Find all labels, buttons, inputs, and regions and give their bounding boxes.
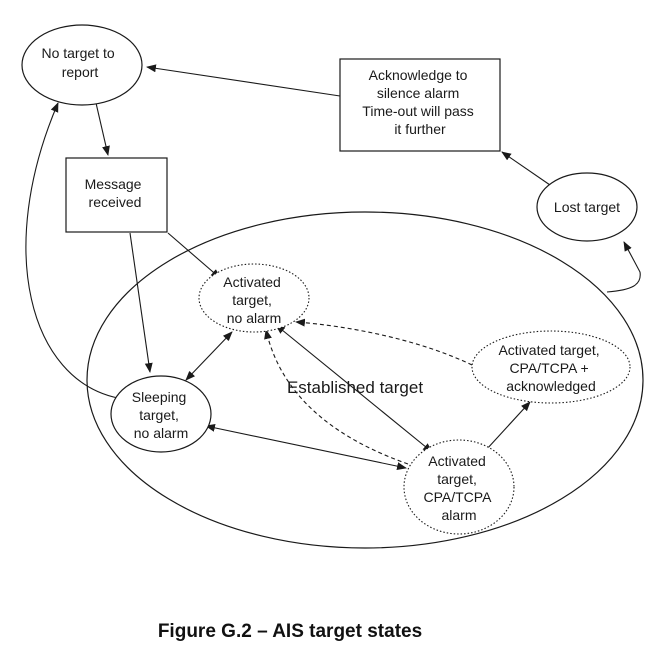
node-acknowledge-box [339,58,501,152]
dashed-alarm-to-activated [264,329,409,465]
node-sleeping-target [110,375,212,453]
arrow-message-to-activated [167,232,221,279]
label-sleeping-target: Sleeping target, no alarm [132,389,190,441]
label-activated-alarm: Activated target, CPA/TCPA alarm [423,453,494,523]
arrow-sleeping-activated-bidirectional [185,331,233,381]
arrow-activated-alarm-bidirectional [275,324,433,453]
dashed-ack-to-activated [295,318,473,366]
node-activated-no-alarm [198,263,310,333]
figure-caption: Figure G.2 – AIS target states [158,621,422,642]
established-target-label: Established target [287,378,423,397]
node-activated-alarm [403,439,515,535]
node-message-received [65,157,168,233]
arrow-ack-to-no-target [146,64,341,97]
arrow-no-target-to-message [95,102,110,156]
label-acknowledge: Acknowledge to silence alarm Time-out wi… [362,67,477,137]
node-lost-target [536,172,638,242]
label-lost-target: Lost target [554,199,620,215]
arrow-sleeping-to-no-target [25,102,119,399]
label-activated-acknowledged: Activated target, CPA/TCPA + acknowledge… [498,342,603,394]
arrow-lost-to-ack [501,151,551,186]
label-message-received: Message received [85,176,146,210]
node-no-target-to-report [21,24,143,106]
node-activated-acknowledged [471,330,631,404]
arrow-region-to-lost [606,241,641,293]
label-activated-no-alarm: Activated target, no alarm [223,274,284,326]
arrow-message-to-sleeping [129,232,153,373]
arrow-alarm-to-ack [485,401,531,451]
label-no-target: No target to report [41,45,118,80]
